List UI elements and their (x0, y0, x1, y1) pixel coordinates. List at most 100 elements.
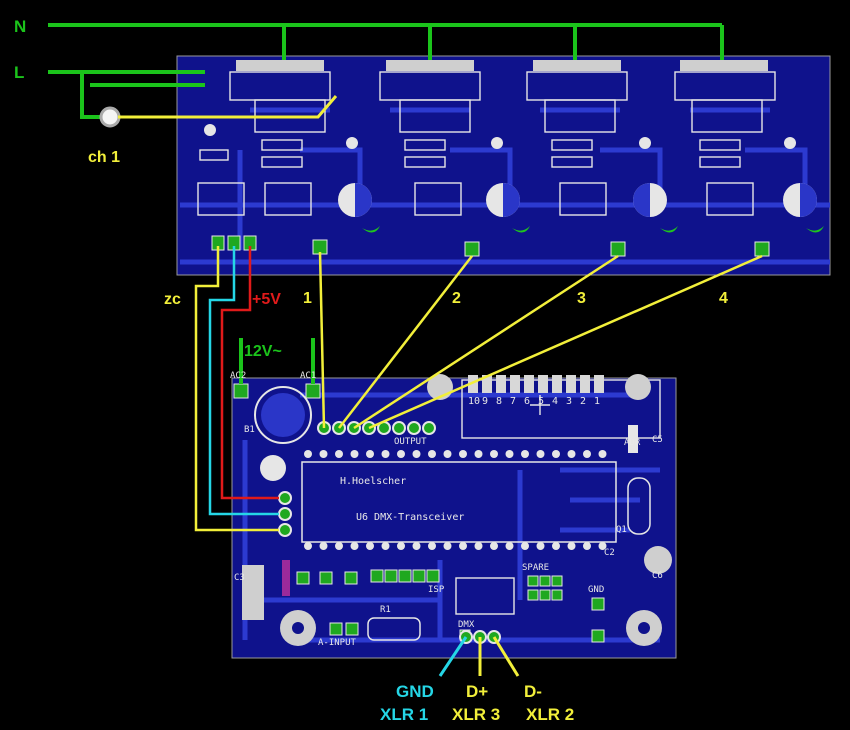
dmx-gnd-wire (438, 636, 468, 677)
dmx-silk: DMX (458, 620, 475, 630)
dip-key (524, 375, 534, 393)
dmx-part-c5 (628, 425, 638, 453)
dip-key (468, 375, 478, 393)
dip-number: 3 (566, 396, 572, 407)
power-header (278, 491, 292, 537)
chip-pin (412, 542, 421, 550)
v5-wire (220, 246, 279, 500)
chip-pin (598, 450, 607, 458)
dip-number: 6 (524, 396, 530, 407)
dip-key (510, 375, 520, 393)
xlr2-label: XLR 2 (526, 705, 574, 724)
dmx-cap-c6 (644, 546, 672, 574)
dmx-r1 (367, 617, 421, 641)
dmx-cap-c3 (260, 455, 286, 481)
gnd-silk: GND (588, 585, 604, 595)
dmx-cap-top-right (625, 374, 651, 400)
dmx-transformer (254, 386, 312, 444)
zc-wire (194, 246, 279, 532)
xlr1-label: XLR 1 (380, 705, 428, 724)
c5-silk: C5 (652, 435, 663, 445)
channel-label-2: 2 (452, 290, 461, 307)
dip-number: 9 (482, 396, 488, 407)
chip-pin (397, 542, 405, 550)
ch1-label: ch 1 (88, 149, 120, 166)
ac2-silk: AC2 (230, 371, 246, 381)
dmx-part-left (242, 565, 264, 620)
ac-label: 12V~ (244, 343, 282, 360)
chip-pin (474, 542, 483, 550)
dmx-driver-chip (455, 577, 515, 615)
ch1-wire (118, 95, 338, 119)
chip-pin (428, 450, 436, 458)
chip-pin (536, 542, 545, 550)
chip-pin (598, 542, 607, 550)
chip-pin (428, 542, 436, 550)
chip-pin (505, 542, 514, 550)
chip-pin (443, 450, 452, 458)
c6-silk: C6 (652, 571, 663, 581)
chip-pin (381, 542, 390, 550)
dmx-chip-outline (301, 461, 617, 543)
chip-pin (304, 542, 312, 550)
dplus-label: D+ (466, 682, 488, 701)
dimmer-markers (362, 226, 824, 233)
chip-pin (366, 542, 374, 550)
adr-silk: ADR (624, 438, 641, 448)
triac-heatsinks (236, 60, 768, 71)
chip-pin (412, 450, 421, 458)
dip-key (594, 375, 604, 393)
dip-key (538, 375, 548, 393)
isp-silk: ISP (428, 585, 445, 595)
dip-key (566, 375, 576, 393)
chip-pin (319, 542, 328, 550)
chip-silk-2: U6 DMX-Transceiver (356, 512, 464, 523)
dmx-board (231, 377, 677, 659)
dmx-purple-part (282, 560, 290, 596)
dip-number: 8 (496, 396, 502, 407)
ac1-silk: AC1 (300, 371, 316, 381)
crystal-q1 (627, 477, 651, 535)
dimmer-board (176, 55, 831, 276)
live-label: L (14, 63, 24, 82)
c2-silk: C2 (604, 548, 615, 558)
chip-pin (552, 450, 560, 458)
chip-pin (381, 450, 390, 458)
channel-label-4: 4 (719, 290, 728, 307)
chip-pin (304, 450, 312, 458)
dip-switch-keys (468, 375, 604, 393)
c3-silk: C3 (234, 573, 245, 583)
dip-number: 7 (510, 396, 516, 407)
chip-pin (350, 542, 359, 550)
chip-pin (567, 542, 576, 550)
dip-number: 10 (468, 396, 480, 407)
chip-pin (552, 542, 560, 550)
output-silk: OUTPUT (394, 437, 427, 447)
chip-pin (350, 450, 359, 458)
chip-pin (583, 450, 591, 458)
dimmer-capacitors (204, 124, 817, 217)
b1-silk: B1 (244, 425, 255, 435)
chip-silk-1: H.Hoelscher (340, 476, 406, 487)
spare-silk: SPARE (522, 563, 549, 573)
dminus-label: D- (524, 682, 542, 701)
dip-number: 1 (594, 396, 600, 407)
dimmer-channel-blocks (197, 71, 776, 216)
zc-label: zc (164, 291, 181, 308)
r1-silk: R1 (380, 605, 391, 615)
dip-key (496, 375, 506, 393)
chip-pin (459, 450, 467, 458)
channel-wires (318, 251, 763, 430)
dip-number: 5 (538, 396, 544, 407)
chip-pin (443, 542, 452, 550)
junction-node (99, 106, 121, 128)
chip-pin (583, 542, 591, 550)
neutral-label: N (14, 17, 26, 36)
chip-pin (397, 450, 405, 458)
a-input-silk: A-INPUT (318, 638, 357, 648)
xlr3-label: XLR 3 (452, 705, 500, 724)
output-header (317, 421, 436, 435)
dip-number: 2 (580, 396, 586, 407)
chip-pin (567, 450, 576, 458)
chip-pin (366, 450, 374, 458)
